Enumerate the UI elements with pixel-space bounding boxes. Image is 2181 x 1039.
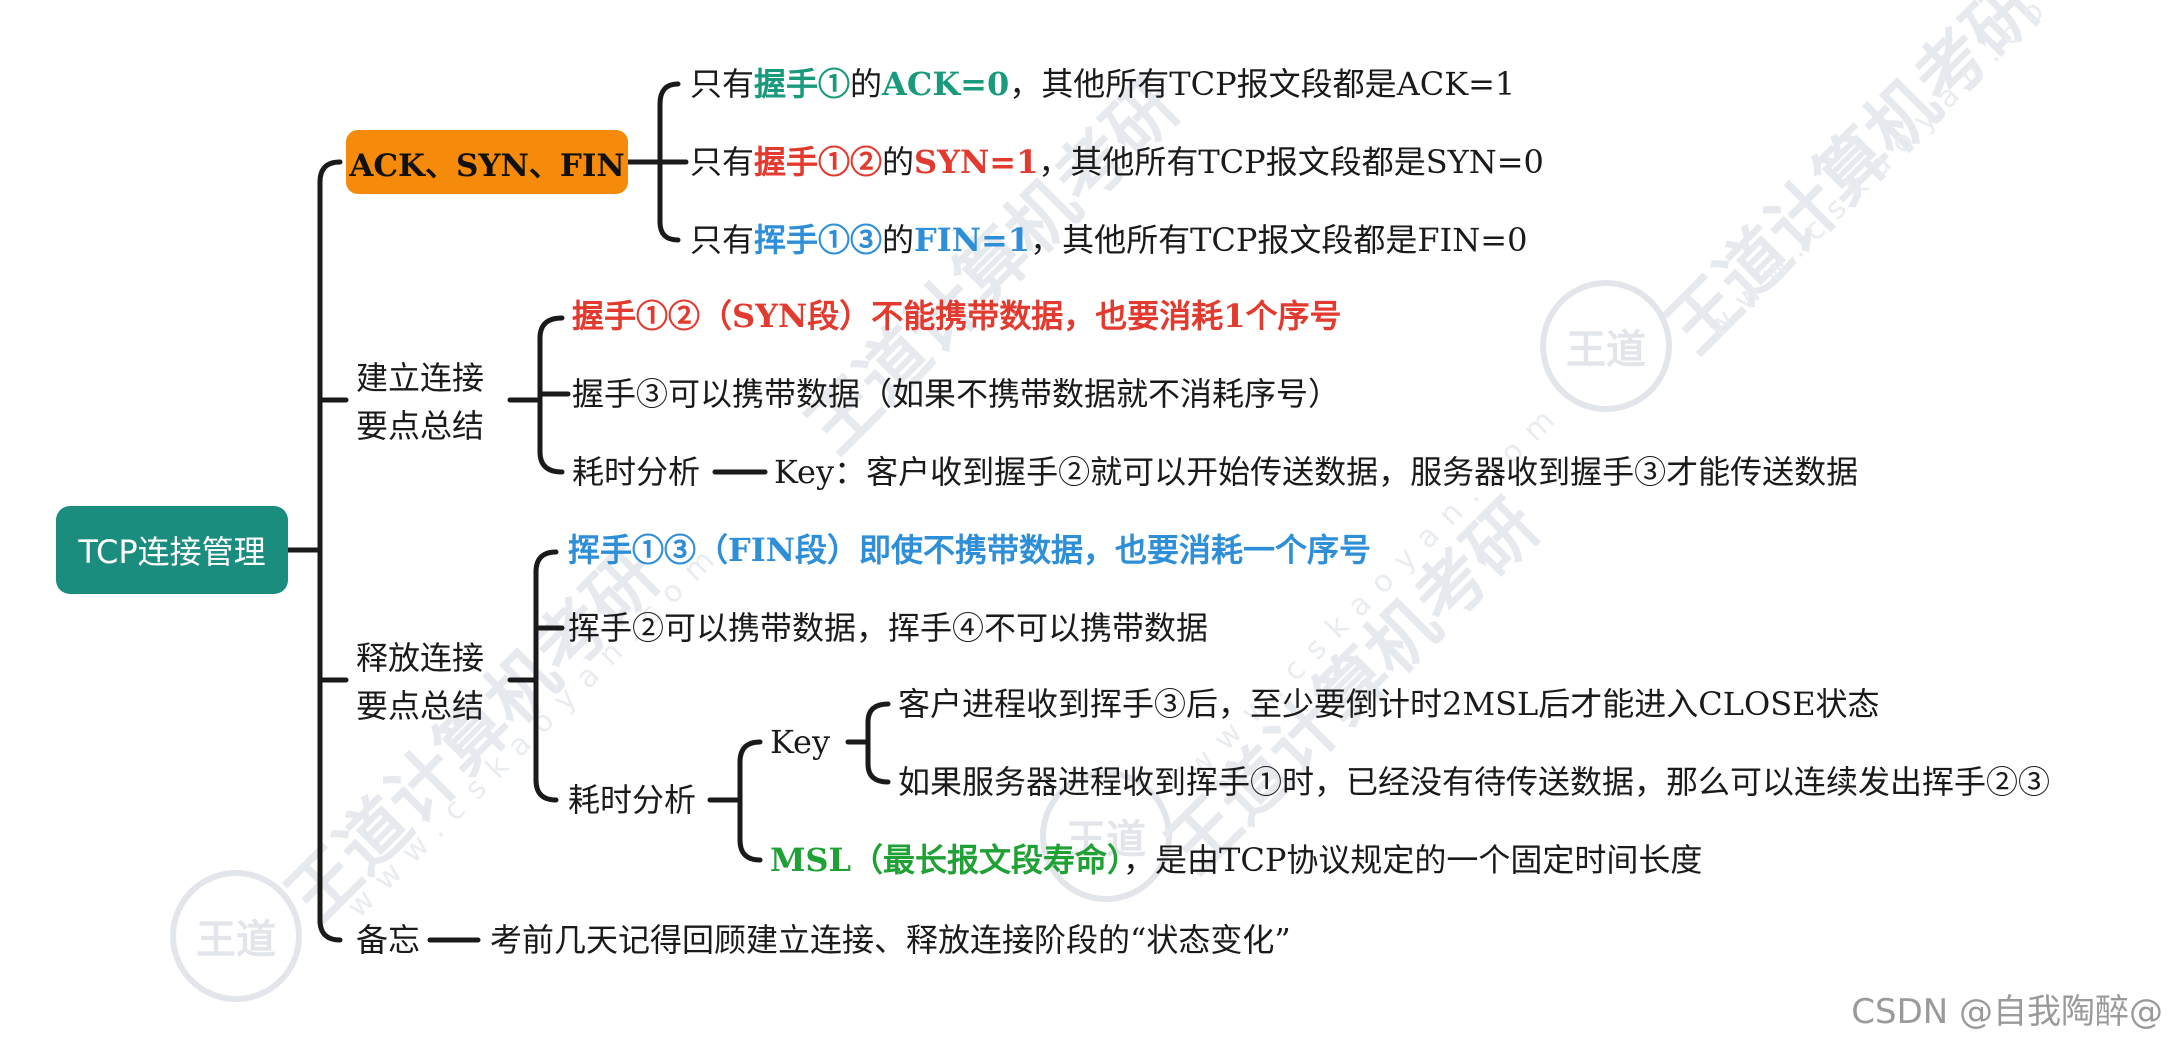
root-node: TCP连接管理 [56,506,288,594]
release-key-2: 如果服务器进程收到挥手①时，已经没有待传送数据，那么可以连续发出挥手②③ [898,763,2051,801]
flag-ack-line: 只有握手①的ACK=0，其他所有TCP报文段都是ACK=1 [690,65,1516,103]
release-time-analysis: 耗时分析 [568,781,697,819]
flags-node: ACK、SYN、FIN [346,130,628,194]
memo-text: 考前几天记得回顾建立连接、释放连接阶段的“状态变化” [490,921,1291,959]
establish-item-syn: 握手①②（SYN段）不能携带数据，也要消耗1个序号 [572,297,1342,335]
release-item-fin: 挥手①③（FIN段）即使不携带数据，也要消耗一个序号 [568,531,1371,569]
release-key-label: Key [770,723,831,761]
memo-node: 备忘 [356,921,421,959]
watermark-stamp: 王道 [170,870,302,1002]
flag-syn-line: 只有握手①②的SYN=1，其他所有TCP报文段都是SYN=0 [690,143,1544,181]
establish-item-handshake3: 握手③可以携带数据（如果不携带数据就不消耗序号） [572,375,1341,413]
establish-key: Key：客户收到握手②就可以开始传送数据，服务器收到握手③才能传送数据 [774,453,1859,491]
flag-fin-line: 只有挥手①③的FIN=1，其他所有TCP报文段都是FIN=0 [690,221,1528,259]
release-msl: MSL（最长报文段寿命），是由TCP协议规定的一个固定时间长度 [770,841,1703,879]
establish-node: 建立连接要点总结 [356,359,485,445]
watermark-stamp: 王道 [1040,770,1172,902]
release-node: 释放连接要点总结 [356,639,485,725]
csdn-credit: CSDN @自我陶醉@ [1851,992,2163,1032]
establish-time-analysis: 耗时分析 [572,453,701,491]
release-key-1: 客户进程收到挥手③后，至少要倒计时2MSL后才能进入CLOSE状态 [898,685,1880,723]
watermark-stamp: 王道 [1540,280,1672,412]
release-item-wave2: 挥手②可以携带数据，挥手④不可以携带数据 [568,609,1209,647]
